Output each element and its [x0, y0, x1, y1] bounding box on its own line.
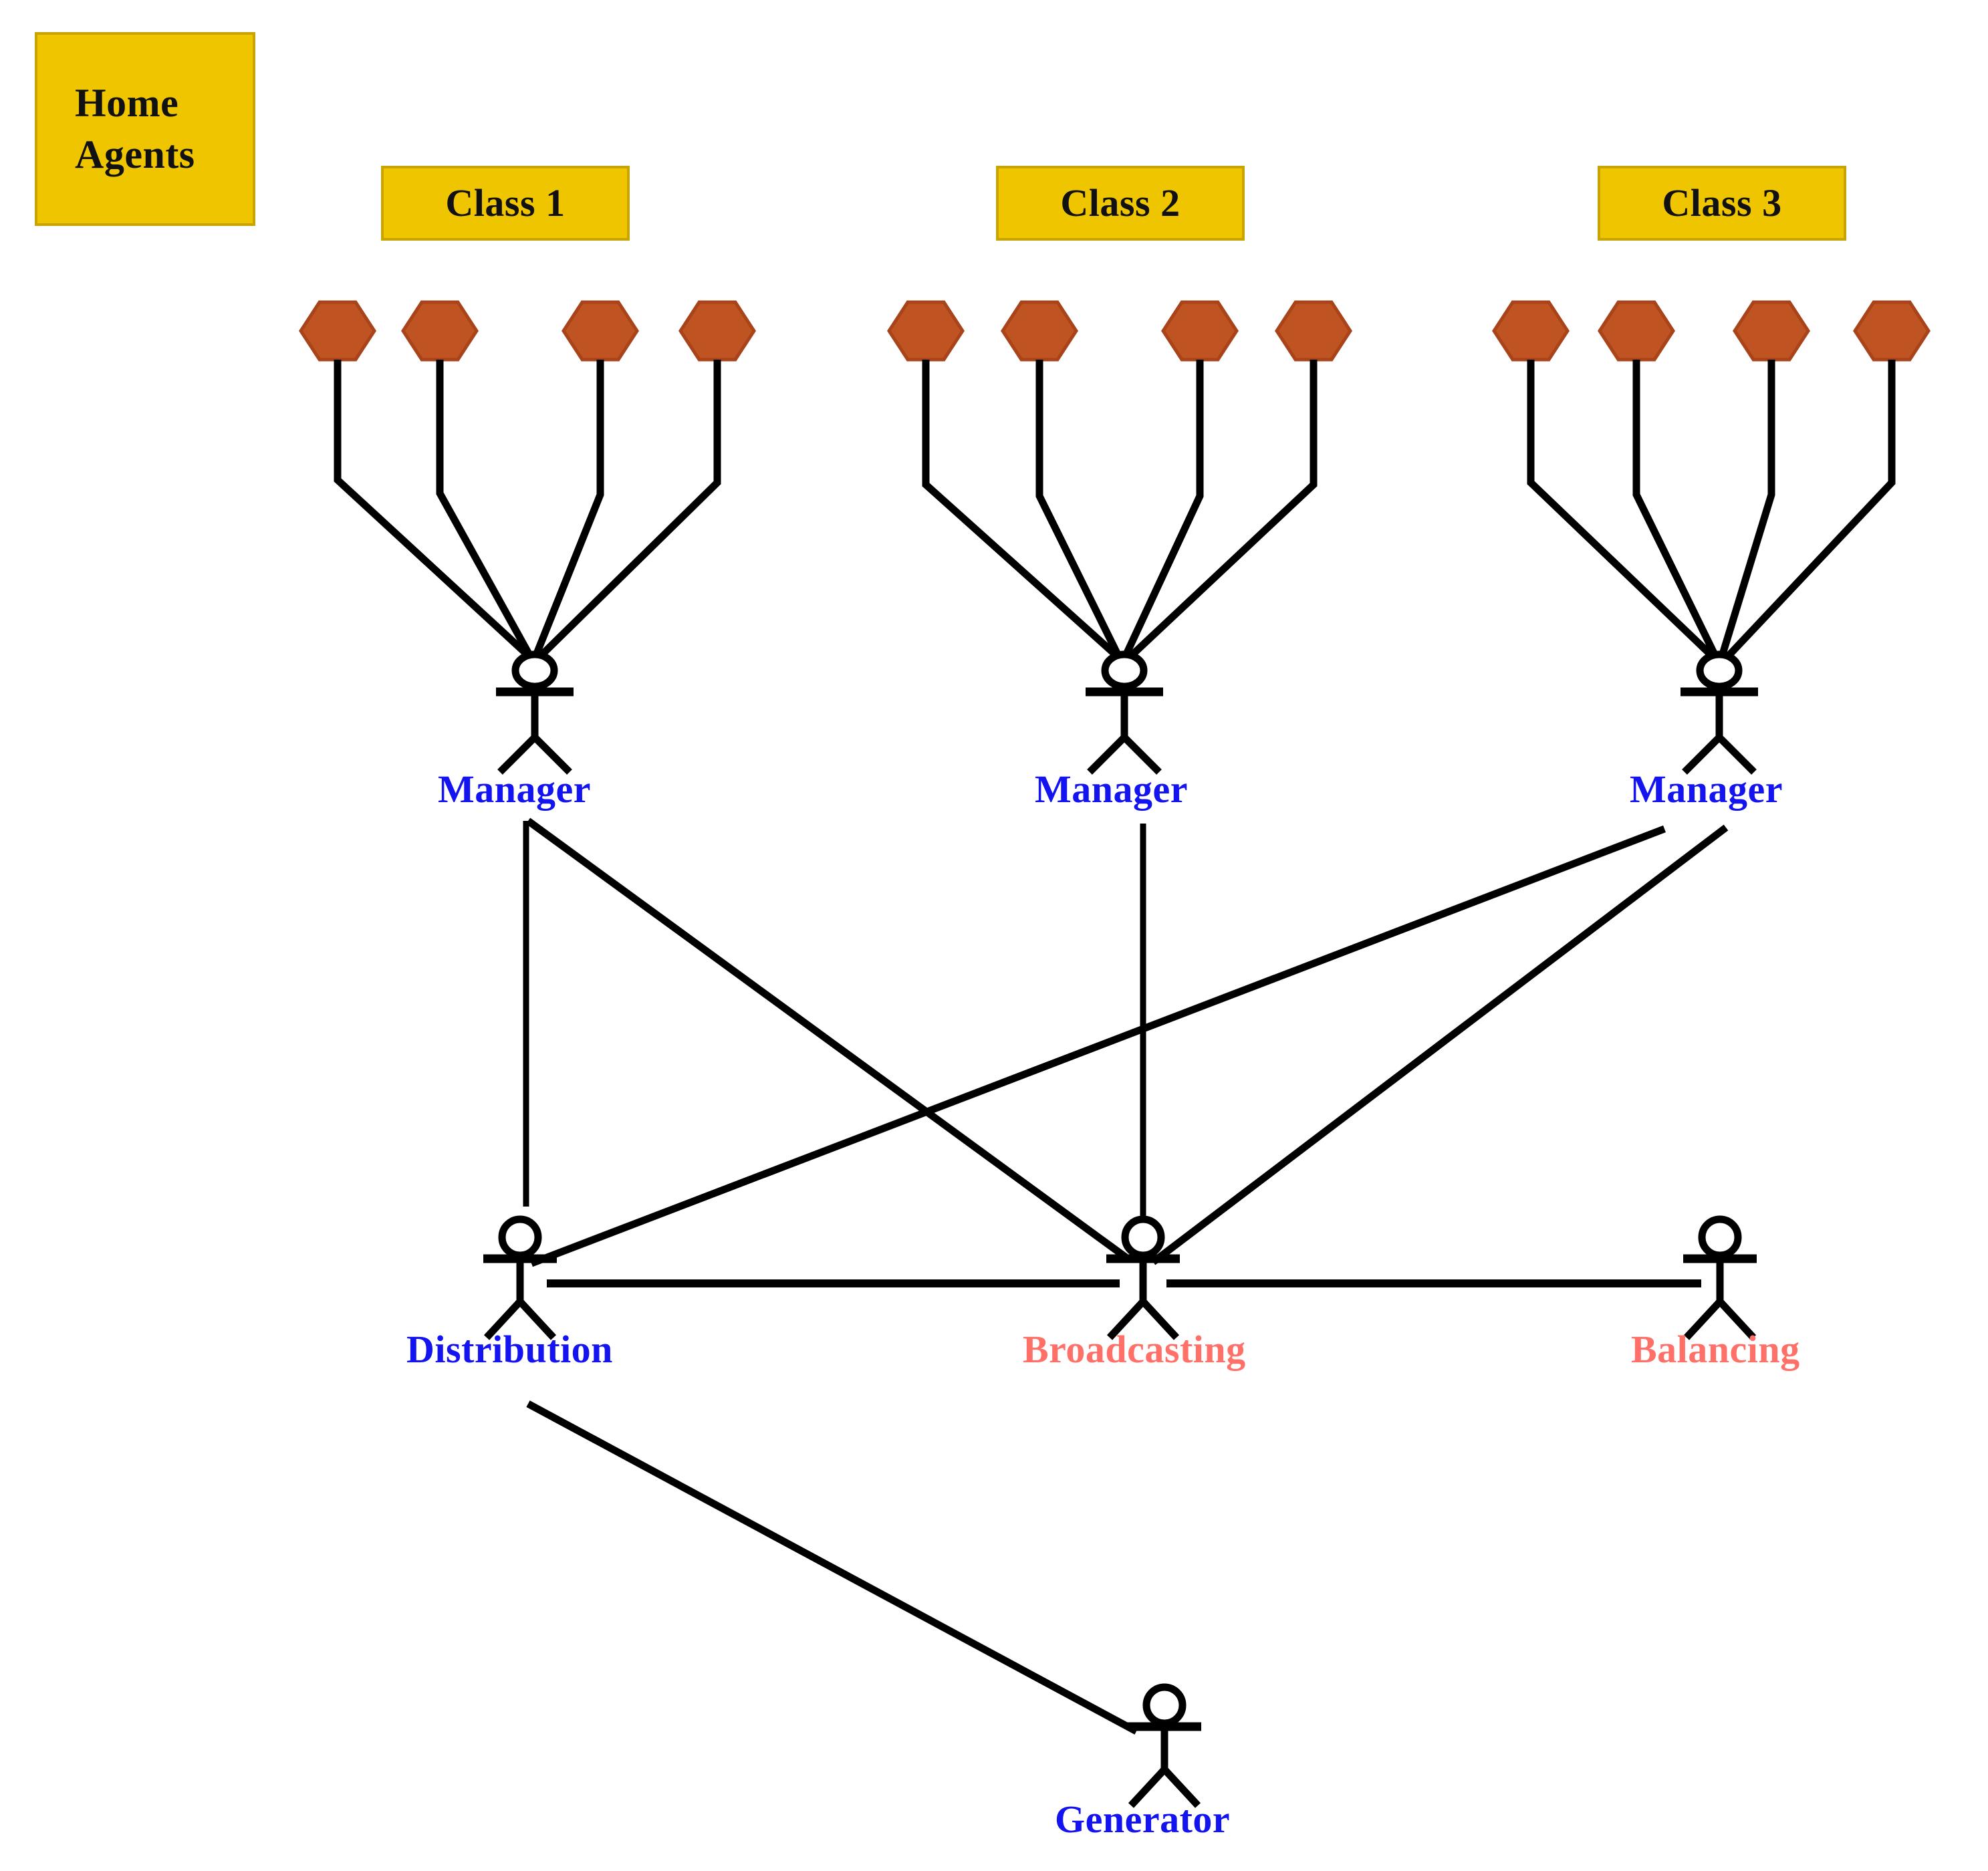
- class-1-agent-group: [301, 302, 754, 772]
- manager-stick-figure[interactable]: [1086, 654, 1163, 772]
- generator-stick-figure[interactable]: [1128, 1687, 1201, 1805]
- manager-to-service-links: [523, 818, 1729, 1267]
- agent-hexagon[interactable]: [403, 302, 477, 360]
- agent-hexagon[interactable]: [1003, 302, 1076, 360]
- agent-hexagon[interactable]: [1494, 302, 1568, 360]
- agent-link: [1527, 360, 1717, 661]
- balancing-stick-figure[interactable]: [1683, 1219, 1757, 1338]
- agent-link: [922, 360, 1122, 662]
- agent-hexagon[interactable]: [564, 302, 637, 360]
- agent-link: [1121, 360, 1204, 660]
- manager-stick-figure[interactable]: [1681, 654, 1758, 772]
- agent-hexagon[interactable]: [1163, 302, 1237, 360]
- service-node-row: [483, 1219, 1757, 1338]
- manager-stick-figure[interactable]: [496, 654, 574, 772]
- agent-hexagon[interactable]: [1735, 302, 1808, 360]
- class-3-agent-group: [1494, 302, 1929, 772]
- class-3-box: Class 3: [1598, 166, 1846, 241]
- home-agents-box: Home Agents: [35, 32, 255, 226]
- agent-link: [535, 360, 721, 661]
- agent-hexagon[interactable]: [1277, 302, 1350, 360]
- agent-hexagon[interactable]: [1855, 302, 1929, 360]
- link-manager3-broadcasting: [1150, 824, 1729, 1265]
- home-agents-line-1: Home: [75, 81, 179, 126]
- agent-hexagon[interactable]: [301, 302, 374, 360]
- agent-link: [1126, 360, 1318, 662]
- home-agents-line-2: Agents: [75, 132, 195, 176]
- agent-hexagon[interactable]: [680, 302, 754, 360]
- manager-2-label: Manager: [1035, 767, 1188, 811]
- link-manager3-distribution: [530, 825, 1666, 1267]
- manager-3-label: Manager: [1630, 767, 1783, 811]
- agent-link: [1632, 360, 1720, 660]
- agent-link: [1035, 360, 1123, 660]
- agent-link: [1717, 360, 1775, 660]
- agent-link: [1723, 360, 1896, 661]
- agent-hexagon[interactable]: [889, 302, 963, 360]
- agent-link: [436, 360, 535, 660]
- distribution-stick-figure[interactable]: [483, 1219, 557, 1338]
- class-1-box: Class 1: [381, 166, 630, 241]
- broadcasting-label: Broadcasting: [1023, 1328, 1246, 1371]
- generator-label: Generator: [1055, 1797, 1231, 1841]
- distribution-label: Distribution: [406, 1328, 613, 1371]
- generator-group: [526, 1400, 1201, 1805]
- balancing-label: Balancing: [1631, 1328, 1800, 1371]
- agent-link: [334, 360, 534, 662]
- broadcasting-stick-figure[interactable]: [1106, 1219, 1180, 1338]
- agent-hexagon[interactable]: [1600, 302, 1673, 360]
- class-2-agent-group: [889, 302, 1350, 772]
- link-distribution-generator: [526, 1400, 1138, 1735]
- class-2-box: Class 2: [996, 166, 1245, 241]
- agent-link: [531, 360, 604, 660]
- manager-1-label: Manager: [438, 767, 591, 811]
- link-manager1-broadcasting: [525, 818, 1132, 1263]
